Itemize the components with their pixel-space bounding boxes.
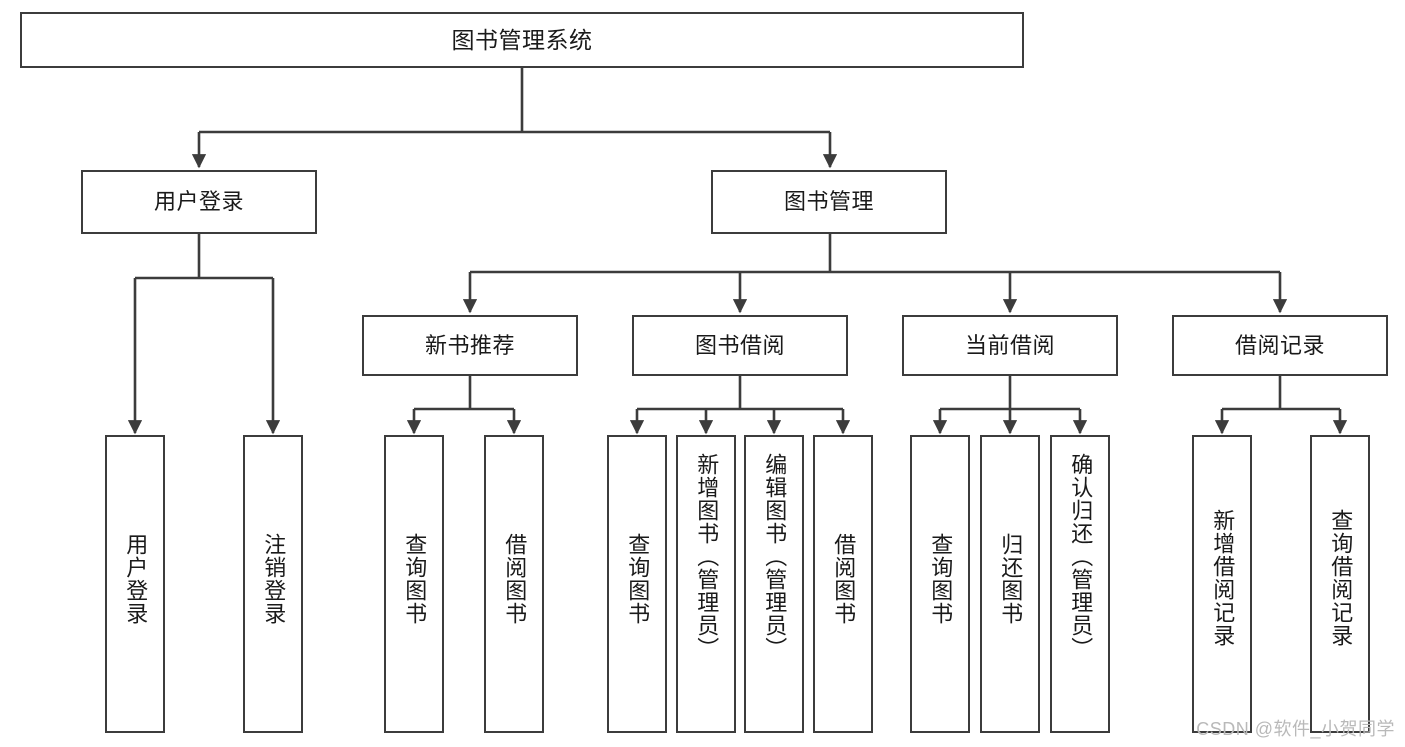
node-root-system[interactable]: 图书管理系统 [20,12,1024,68]
node-leaf-query-book-current[interactable]: 查询图书 [910,435,970,733]
node-label: 新增图书（管理员） [694,453,720,660]
node-label: 用户登录 [123,533,149,625]
node-label: 用户登录 [153,189,244,215]
node-label: 图书管理 [783,189,874,215]
node-leaf-edit-book[interactable]: 编辑图书（管理员） [744,435,804,733]
node-leaf-return-book[interactable]: 归还图书 [980,435,1040,733]
node-label: 查询借阅记录 [1328,509,1354,647]
node-book-management[interactable]: 图书管理 [711,170,947,234]
node-leaf-query-borrow-record[interactable]: 查询借阅记录 [1310,435,1370,733]
watermark-text: CSDN @软件_小贺同学 [1196,719,1395,739]
node-label: 借阅记录 [1234,332,1325,358]
node-leaf-add-borrow-record[interactable]: 新增借阅记录 [1192,435,1252,733]
node-leaf-confirm-return[interactable]: 确认归还（管理员） [1050,435,1110,733]
node-label: 归还图书 [998,533,1024,625]
node-user-login[interactable]: 用户登录 [81,170,317,234]
node-leaf-borrow-book[interactable]: 借阅图书 [813,435,873,733]
node-label: 查询图书 [402,533,428,625]
node-label: 新书推荐 [424,332,515,358]
node-borrow-record[interactable]: 借阅记录 [1172,315,1388,376]
node-leaf-borrow-book-recommend[interactable]: 借阅图书 [484,435,544,733]
node-leaf-logout-login[interactable]: 注销登录 [243,435,303,733]
node-leaf-user-login[interactable]: 用户登录 [105,435,165,733]
node-book-borrow[interactable]: 图书借阅 [632,315,848,376]
node-label: 确认归还（管理员） [1068,453,1094,660]
node-leaf-query-book-borrow[interactable]: 查询图书 [607,435,667,733]
node-label: 新增借阅记录 [1210,509,1236,647]
node-label: 借阅图书 [502,533,528,625]
node-label: 查询图书 [928,533,954,625]
node-label: 查询图书 [625,533,651,625]
node-label: 图书管理系统 [451,26,593,53]
node-leaf-query-book-recommend[interactable]: 查询图书 [384,435,444,733]
node-label: 图书借阅 [694,332,785,358]
node-label: 当前借阅 [964,332,1055,358]
node-label: 借阅图书 [831,533,857,625]
node-new-book-recommend[interactable]: 新书推荐 [362,315,578,376]
node-label: 编辑图书（管理员） [762,453,788,660]
node-current-borrow[interactable]: 当前借阅 [902,315,1118,376]
node-label: 注销登录 [261,533,287,625]
node-leaf-add-book[interactable]: 新增图书（管理员） [676,435,736,733]
